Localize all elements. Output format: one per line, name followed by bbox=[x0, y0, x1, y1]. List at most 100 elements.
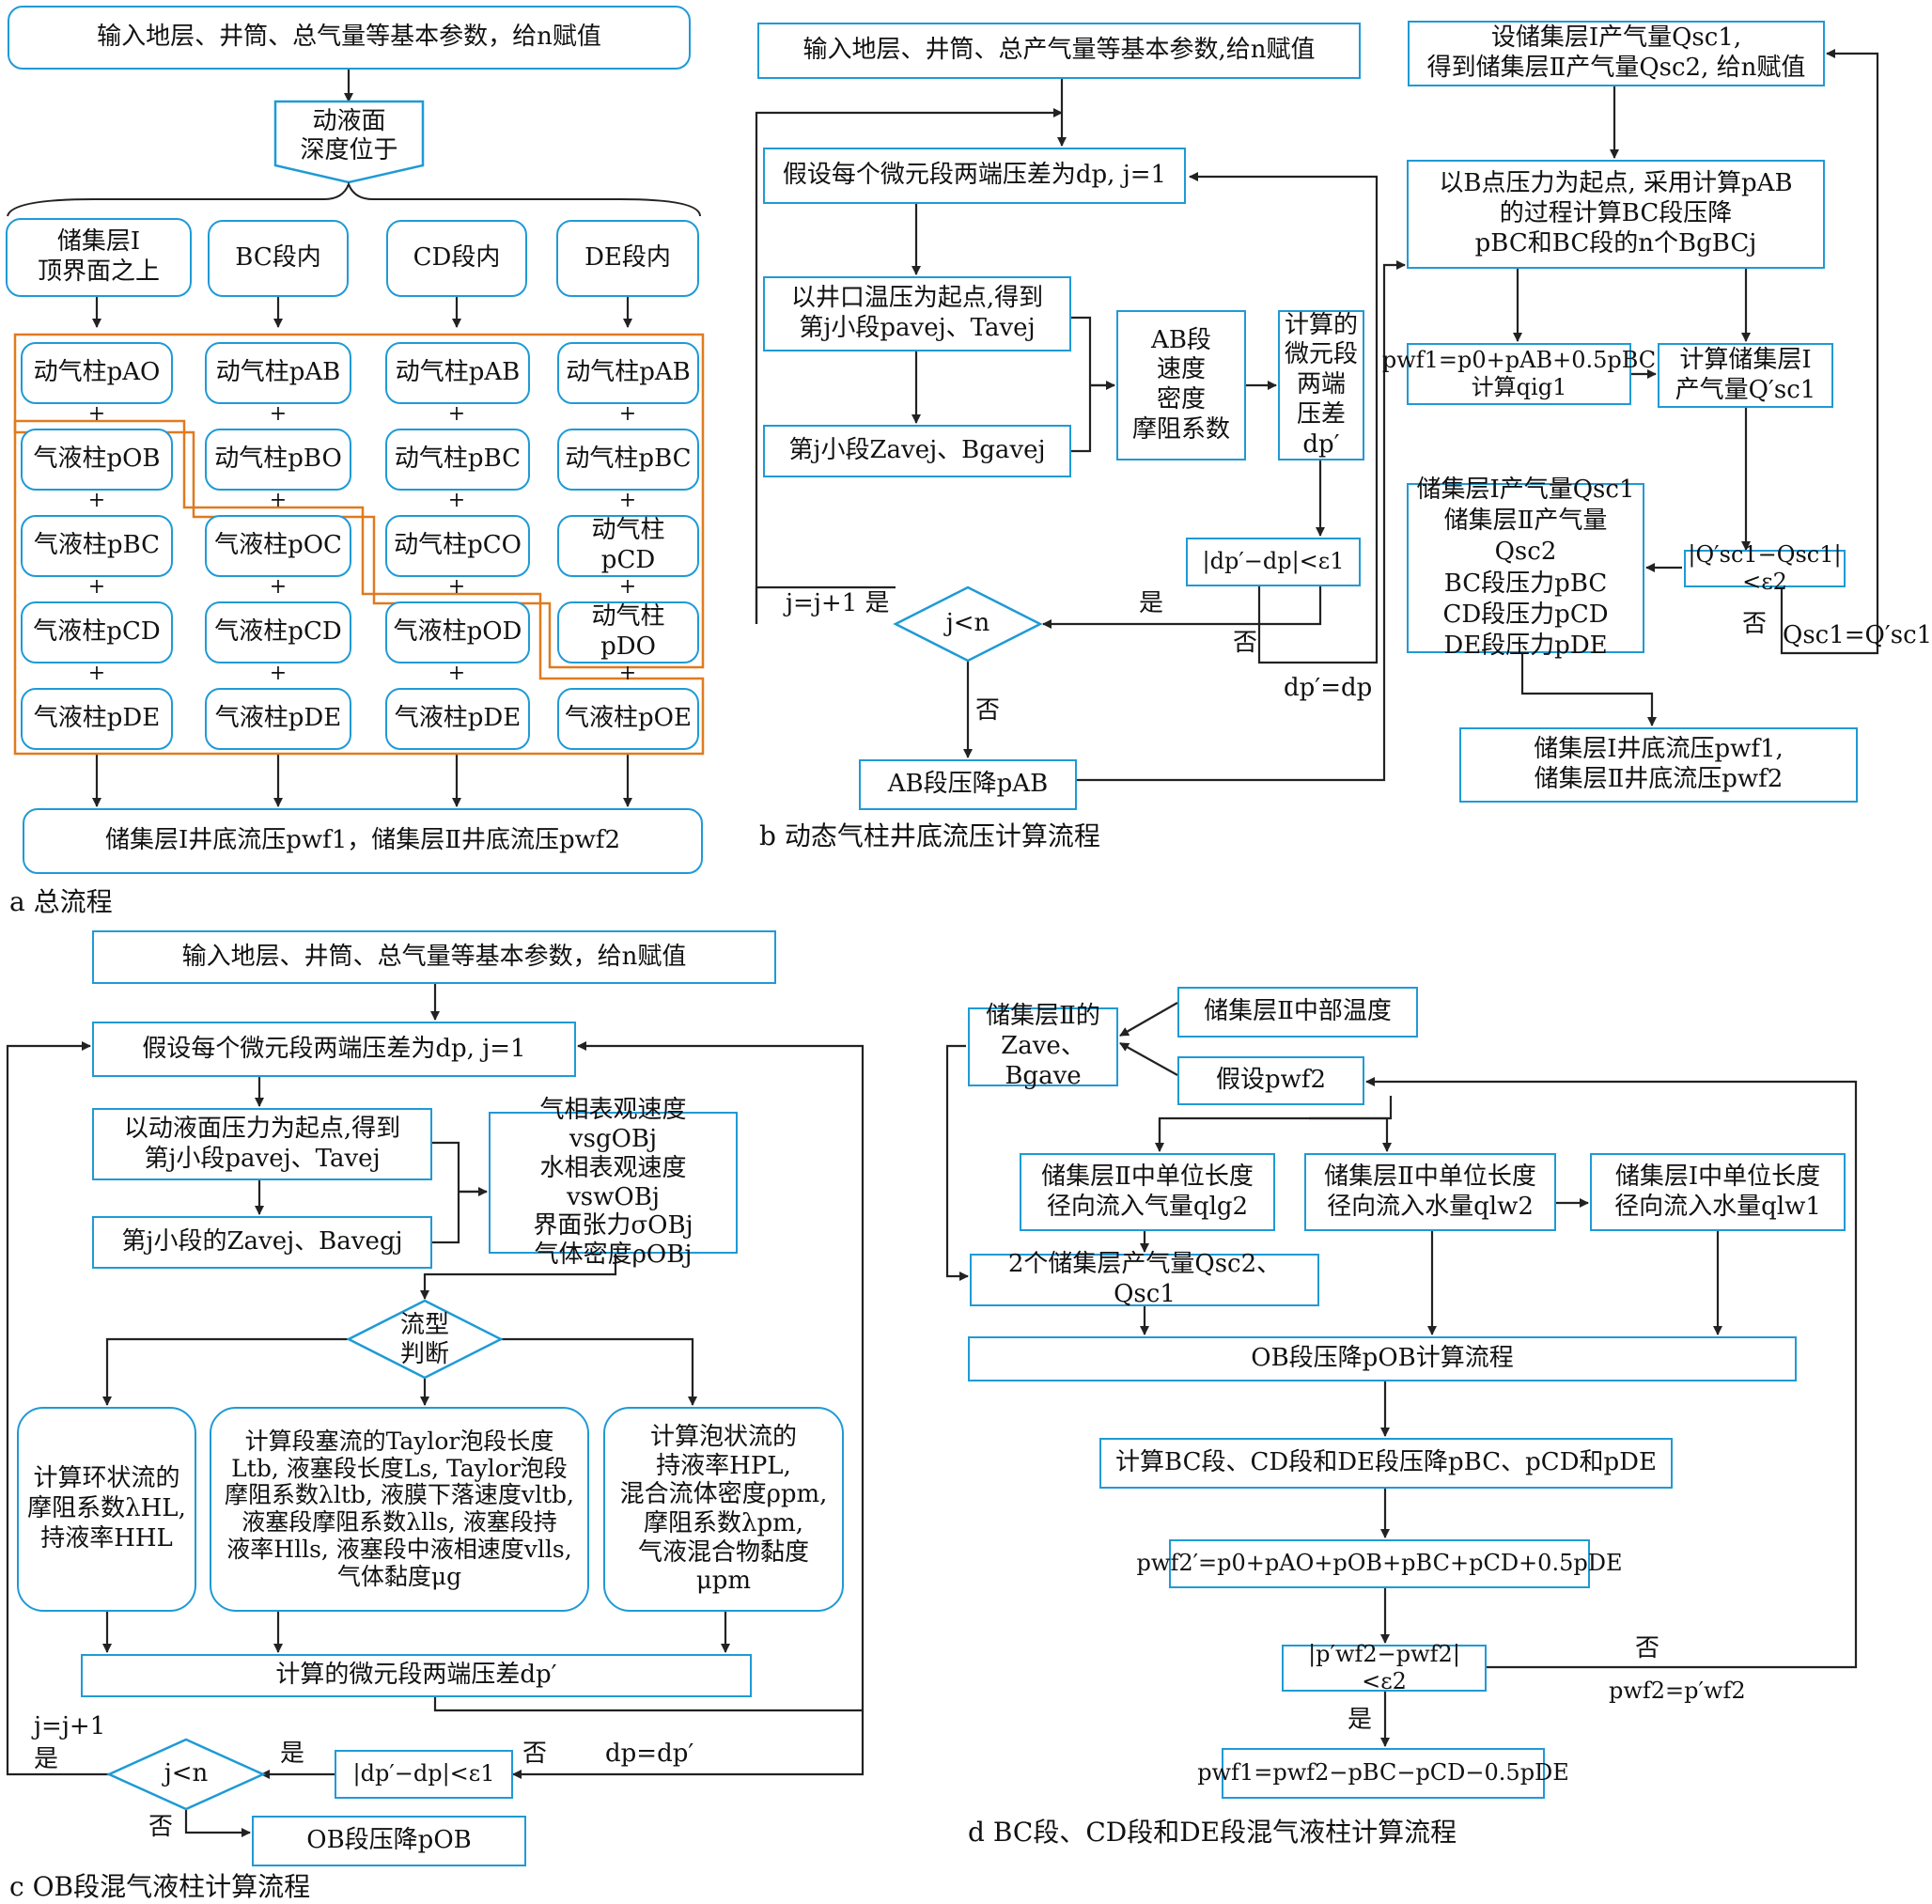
d-qw1-box: 储集层Ⅰ中单位长度 径向流入水量qlw1 bbox=[1590, 1153, 1846, 1231]
b-set-box: 设储集层Ⅰ产气量Qsc1, 得到储集层Ⅱ产气量Qsc2, 给n赋值 bbox=[1408, 21, 1825, 86]
c-zb-box: 第j小段的Zavej、Bavegj bbox=[92, 1216, 432, 1269]
b-no-label-2: 否 bbox=[975, 696, 1001, 725]
d-yes-label: 是 bbox=[1348, 1706, 1373, 1734]
d-qg2-box: 储集层Ⅱ中单位长度 径向流入气量qlg2 bbox=[1020, 1153, 1275, 1231]
a-cell-2-1: 动气柱pAB bbox=[205, 342, 351, 404]
c-assume-box: 假设每个微元段两端压差为dp, j=1 bbox=[92, 1022, 576, 1077]
a-cell-4-4: 动气柱pDO bbox=[557, 601, 699, 663]
c-flow-regime-shape bbox=[346, 1299, 504, 1380]
a-cell-1-2: 气液柱pOB bbox=[21, 429, 173, 491]
a-cell-4-2: 动气柱pBC bbox=[557, 429, 699, 491]
a-cat-3: CD段内 bbox=[386, 220, 527, 297]
b-calc-box: 计算的 微元段 两端 压差dp′ bbox=[1278, 310, 1364, 460]
d-assume-box: 假设pwf2 bbox=[1177, 1056, 1364, 1105]
c-decision-shape bbox=[105, 1738, 267, 1811]
d-caption: d BC段、CD段和DE段混气液柱计算流程 bbox=[968, 1817, 1457, 1848]
a-cell-4-3: 动气柱pCD bbox=[557, 515, 699, 577]
c-calc-box: 计算的微元段两端压差dp′ bbox=[81, 1654, 752, 1697]
a-cat-4: DE段内 bbox=[556, 220, 699, 297]
a-cell-4-5: 气液柱pOE bbox=[557, 688, 699, 750]
b-q-no-label: 否 bbox=[1742, 610, 1768, 638]
b-qcheck-box: |Q′sc1−Qsc1|<ε2 bbox=[1684, 541, 1846, 595]
a-plus: + bbox=[269, 575, 288, 599]
a-plus: + bbox=[269, 489, 288, 512]
c-flow-regime-text: 流型 判断 bbox=[399, 1310, 449, 1368]
a-cell-1-4: 气液柱pCD bbox=[21, 601, 173, 663]
b-yes-label: 是 bbox=[1139, 589, 1164, 617]
d-pwf2-box: pwf2′=p0+pAO+pOB+pBC+pCD+0.5pDE bbox=[1137, 1539, 1622, 1588]
a-plus: + bbox=[618, 402, 637, 426]
b-decision-shape bbox=[893, 585, 1043, 663]
c-start-box: 以动液面压力为起点,得到 第j小段pavej、Tavej bbox=[92, 1108, 432, 1180]
a-plus: + bbox=[447, 402, 466, 426]
a-plus: + bbox=[618, 489, 637, 512]
b-no-label-1: 否 bbox=[1233, 629, 1258, 657]
a-plus: + bbox=[447, 662, 466, 685]
b-assume-box: 假设每个微元段两端压差为dp, j=1 bbox=[763, 148, 1186, 204]
a-plus: + bbox=[87, 575, 106, 599]
b-q1-box: 计算储集层Ⅰ 产气量Q′sc1 bbox=[1658, 343, 1833, 408]
a-cell-4-1: 动气柱pAB bbox=[557, 342, 699, 404]
b-loop-label: j=j+1 是 bbox=[786, 589, 890, 617]
c-result-box: OB段压降pOB bbox=[252, 1816, 526, 1866]
c-input-box: 输入地层、井筒、总气量等基本参数，给n赋值 bbox=[92, 930, 776, 984]
a-cell-3-1: 动气柱pAB bbox=[385, 342, 530, 404]
a-cell-2-3: 气液柱pOC bbox=[205, 515, 351, 577]
c-bubble-box: 计算泡状流的 持液率HPL, 混合流体密度ρpm, 摩阻系数λpm, 气液混合物… bbox=[603, 1407, 844, 1612]
b-caption: b 动态气柱井底流压计算流程 bbox=[759, 820, 1100, 851]
a-plus: + bbox=[269, 402, 288, 426]
c-no-label: 否 bbox=[522, 1740, 548, 1768]
b-start-box: 以井口温压为起点,得到 第j小段pavej、Tavej bbox=[763, 276, 1071, 351]
a-cat-1: 储集层Ⅰ 顶界面之上 bbox=[6, 218, 192, 297]
d-update-label: pwf2=p′wf2 bbox=[1609, 1678, 1746, 1704]
a-plus: + bbox=[269, 662, 288, 685]
a-plus: + bbox=[447, 489, 466, 512]
a-input-box: 输入地层、井筒、总气量等基本参数，给n赋值 bbox=[8, 6, 691, 70]
a-cell-3-5: 气液柱pDE bbox=[385, 688, 530, 750]
d-qsc-box: 2个储集层产气量Qsc2、Qsc1 bbox=[970, 1250, 1319, 1308]
d-qw2-box: 储集层Ⅱ中单位长度 径向流入水量qlw2 bbox=[1304, 1153, 1556, 1231]
b-result-box: AB段压降pAB bbox=[859, 759, 1077, 810]
a-plus: + bbox=[447, 575, 466, 599]
a-cat-2: BC段内 bbox=[208, 220, 349, 297]
a-plus: + bbox=[87, 662, 106, 685]
a-plus: + bbox=[618, 662, 637, 685]
c-check-box: |dp′−dp|<ε1 bbox=[335, 1750, 513, 1799]
b-decision-text: j<n bbox=[945, 609, 990, 638]
a-cell-3-4: 气液柱pOD bbox=[385, 601, 530, 663]
d-ob-box: OB段压降pOB计算流程 bbox=[968, 1336, 1797, 1381]
a-cell-3-2: 动气柱pBC bbox=[385, 429, 530, 491]
c-update-label: dp=dp′ bbox=[605, 1740, 694, 1768]
c-loop-label: j=j+1 是 bbox=[34, 1712, 106, 1774]
d-bcde-box: 计算BC段、CD段和DE段压降pBC、pCD和pDE bbox=[1099, 1438, 1673, 1489]
c-no-label-2: 否 bbox=[148, 1813, 174, 1841]
b-zb-box: 第j小段Zavej、Bgavej bbox=[763, 425, 1071, 477]
b-final-box: 储集层Ⅰ井底流压pwf1, 储集层Ⅱ井底流压pwf2 bbox=[1459, 727, 1858, 803]
a-plus: + bbox=[618, 575, 637, 599]
a-caption: a 总流程 bbox=[9, 886, 113, 917]
b-bpoint-box: 以B点压力为起点, 采用计算pAB 的过程计算BC段压降 pBC和BC段的n个B… bbox=[1407, 160, 1825, 269]
c-props-box: 气相表观速度vsgOBj 水相表观速度vswOBj 界面张力σOBj 气体密度ρ… bbox=[489, 1096, 738, 1269]
b-results-box: 储集层Ⅰ产气量Qsc1 储集层Ⅱ产气量Qsc2 BC段压力pBC CD段压力pC… bbox=[1407, 476, 1644, 660]
a-cell-2-4: 气液柱pCD bbox=[205, 601, 351, 663]
d-final-box: pwf1=pwf2−pBC−pCD−0.5pDE bbox=[1197, 1748, 1569, 1799]
a-cell-1-3: 气液柱pBC bbox=[21, 515, 173, 577]
a-cell-3-3: 动气柱pCO bbox=[385, 515, 530, 577]
a-cell-2-5: 气液柱pDE bbox=[205, 688, 351, 750]
a-output-box: 储集层Ⅰ井底流压pwf1，储集层Ⅱ井底流压pwf2 bbox=[23, 808, 703, 874]
a-gas-liquid-group bbox=[13, 419, 705, 756]
b-update-label: dp′=dp bbox=[1284, 674, 1373, 702]
a-cell-1-5: 气液柱pDE bbox=[21, 688, 173, 750]
b-qupdate-label: Qsc1=Q′sc1 bbox=[1783, 621, 1932, 649]
b-ab-box: AB段 速度 密度 摩阻系数 bbox=[1116, 310, 1246, 460]
c-annular-box: 计算环状流的 摩阻系数λHL, 持液率HHL bbox=[17, 1407, 196, 1612]
a-decision-shape bbox=[273, 100, 425, 184]
c-decision-text: j<n bbox=[164, 1759, 209, 1788]
a-cell-2-2: 动气柱pBO bbox=[205, 429, 351, 491]
d-check-box: |p′wf2−pwf2| <ε2 bbox=[1282, 1641, 1487, 1694]
c-yes-label: 是 bbox=[280, 1740, 305, 1768]
c-caption: c OB段混气液柱计算流程 bbox=[9, 1871, 311, 1902]
d-no-label: 否 bbox=[1635, 1634, 1660, 1662]
a-plus: + bbox=[87, 489, 106, 512]
a-plus: + bbox=[87, 402, 106, 426]
